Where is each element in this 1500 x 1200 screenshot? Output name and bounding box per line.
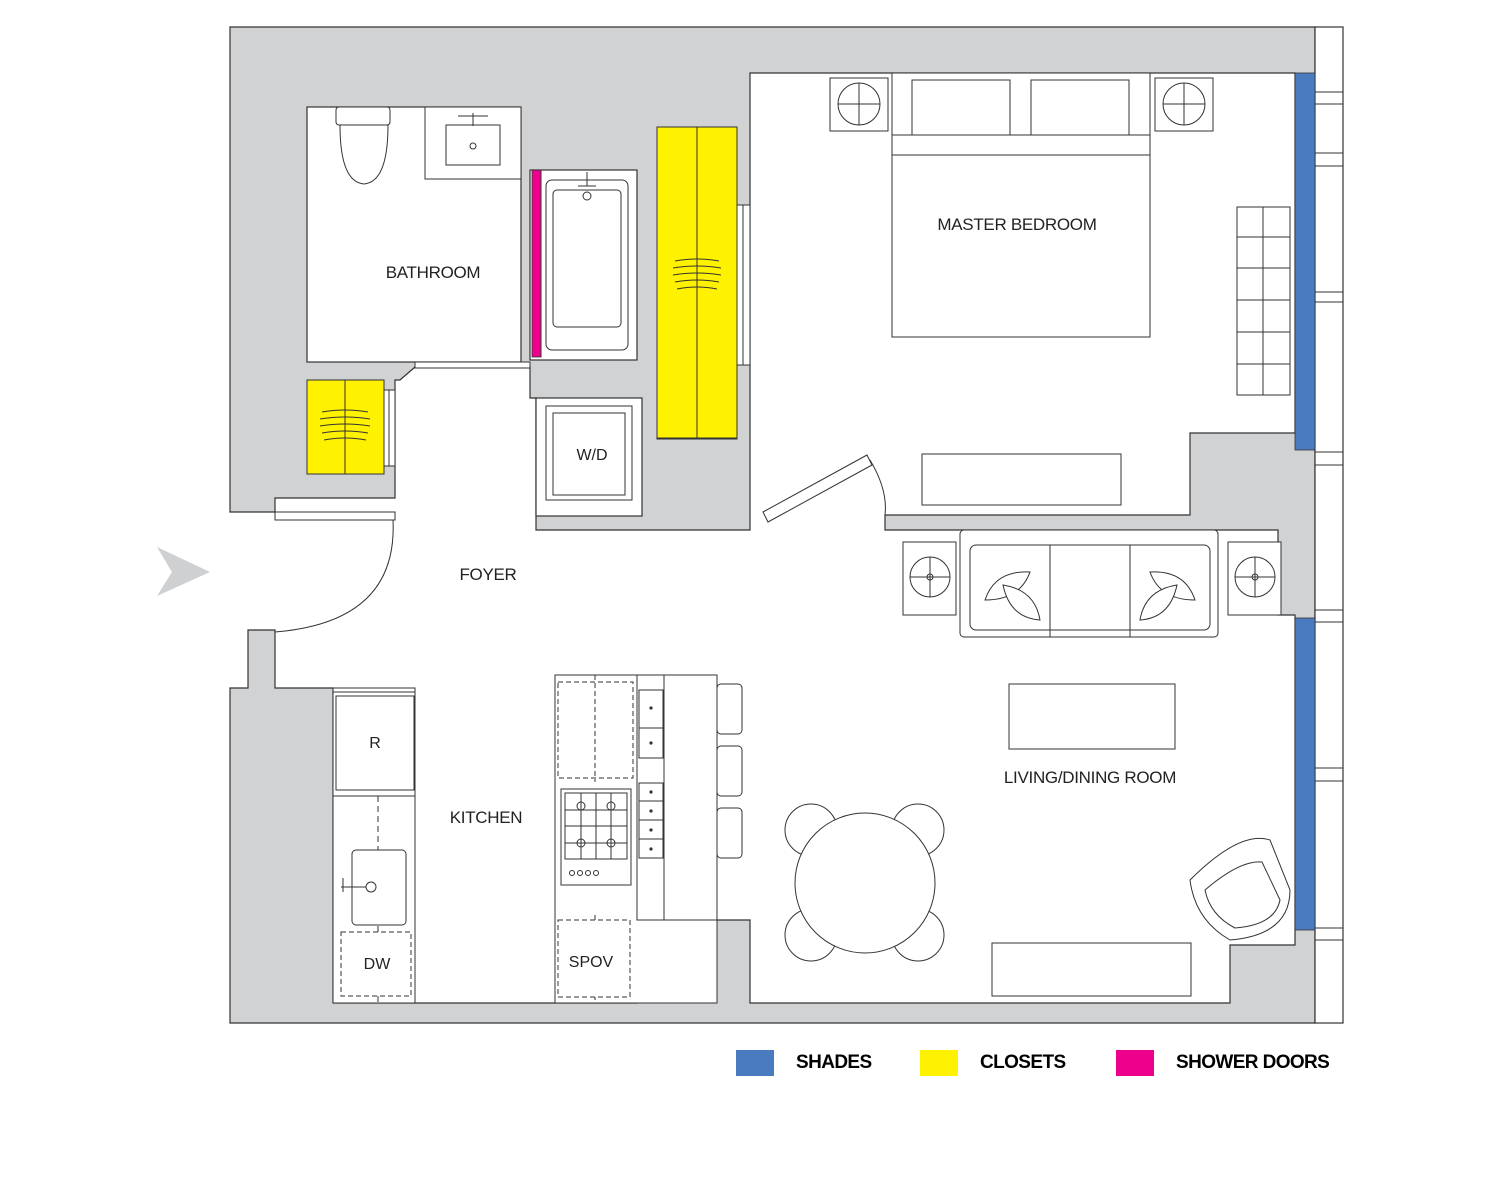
shade-living	[1294, 617, 1316, 931]
washer-dryer-label: W/D	[576, 447, 607, 464]
legend-shower-doors: SHOWER DOORS	[1116, 1048, 1330, 1078]
media-console	[991, 942, 1192, 997]
entry-arrow-icon	[157, 547, 210, 596]
bathroom-door-sill	[414, 361, 531, 369]
armchair	[1189, 837, 1291, 941]
bed	[891, 72, 1151, 338]
legend-shades-label: SHADES	[796, 1052, 872, 1073]
shower-door	[531, 169, 542, 358]
bar-stools	[716, 683, 743, 859]
master-bedroom-label: MASTER BEDROOM	[937, 215, 1096, 234]
legend-shower-doors-label: SHOWER DOORS	[1176, 1052, 1330, 1073]
refrigerator-label: R	[369, 735, 381, 752]
dishwasher-label: DW	[364, 956, 392, 973]
shade-bedroom	[1294, 72, 1316, 451]
closet-foyer	[306, 379, 385, 475]
kitchen-island	[554, 674, 718, 1004]
bathroom-label: BATHROOM	[386, 263, 481, 282]
coffee-table	[1008, 683, 1176, 750]
window-column	[1314, 26, 1344, 1024]
nightstand-right	[1154, 77, 1214, 132]
shades-swatch	[736, 1050, 774, 1076]
island-knobs	[649, 706, 653, 851]
cooktop	[560, 788, 632, 886]
side-table-right	[1227, 541, 1282, 616]
closets-swatch	[920, 1050, 958, 1076]
washer-dryer	[545, 405, 633, 501]
speed-oven-label: SPOV	[569, 954, 614, 971]
living-dining-label: LIVING/DINING ROOM	[1004, 768, 1176, 787]
kitchen-left-counter	[332, 687, 416, 1004]
bathtub	[545, 172, 629, 351]
toilet	[335, 106, 391, 185]
entry-door	[274, 511, 396, 633]
shower-doors-swatch	[1116, 1050, 1154, 1076]
legend-closets-label: CLOSETS	[980, 1052, 1066, 1073]
legend-shades: SHADES	[736, 1048, 872, 1078]
side-table-left	[902, 541, 957, 616]
legend-closets: CLOSETS	[920, 1048, 1066, 1078]
kitchen-label: KITCHEN	[450, 808, 523, 827]
closet-bedroom	[656, 126, 738, 439]
window-mullions	[1315, 91, 1343, 941]
bedroom-door	[762, 454, 886, 523]
foyer-label: FOYER	[459, 565, 516, 584]
bedroom-bench	[1236, 206, 1291, 396]
sofa	[959, 529, 1219, 638]
dining-set	[784, 803, 945, 962]
bedroom-dresser	[921, 453, 1122, 506]
vanity-sink	[424, 106, 522, 180]
nightstand-left	[829, 77, 889, 132]
